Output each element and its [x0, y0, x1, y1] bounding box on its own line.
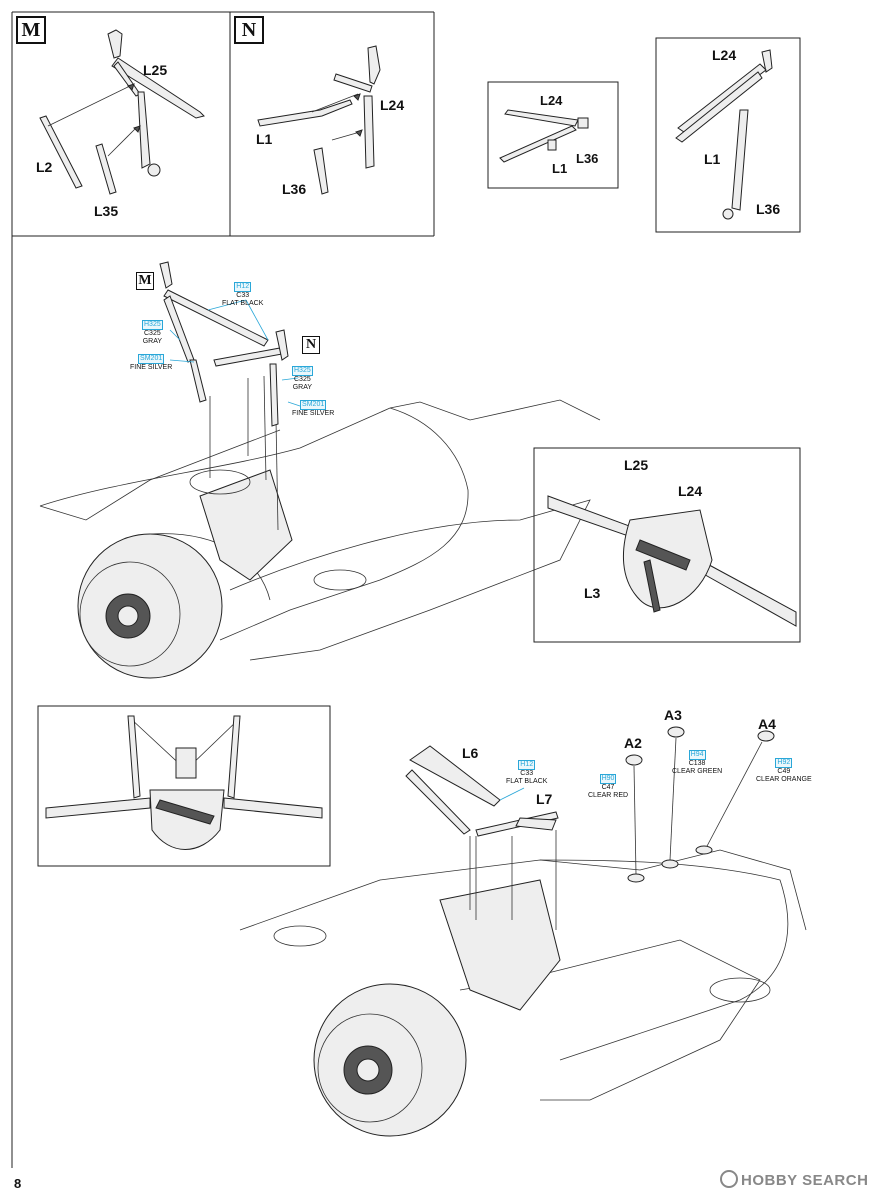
preview-box-right	[533, 447, 801, 643]
paint-code-h: H90	[599, 774, 617, 784]
paint-code-c: C138	[688, 760, 706, 767]
paint-callout-silver-m: SM201 FINE SILVER	[130, 354, 172, 372]
part-label-a2: A2	[624, 735, 642, 751]
part-label-l25: L25	[143, 62, 168, 78]
part-label-l24-preview-right: L24	[678, 483, 703, 499]
part-label-l7: L7	[536, 791, 553, 807]
paint-code-c: C49	[777, 768, 791, 775]
paint-callout-gray-n: H325 C325 GRAY	[292, 366, 313, 392]
leader-lines-top	[209, 375, 279, 531]
watermark: HOBBY SEARCH	[720, 1170, 868, 1189]
paint-name: CLEAR RED	[588, 792, 629, 799]
watermark-text: HOBBY SEARCH	[741, 1172, 869, 1189]
part-label-l24-preview-small: L24	[540, 93, 563, 108]
part-label-l1-preview-small: L1	[552, 161, 568, 176]
step-label-n: N	[234, 16, 264, 44]
paint-code-c: C325	[294, 376, 311, 383]
part-label-a4: A4	[758, 716, 776, 732]
paint-code-c: C47	[601, 784, 615, 791]
step-label-n-small: N	[302, 336, 320, 354]
preview-large-drawing	[675, 49, 773, 220]
part-label-l36: L36	[282, 181, 307, 197]
preview-box-large	[655, 37, 801, 233]
fuselage-top-drawing	[39, 399, 601, 679]
fuselage-bottom-drawing	[239, 849, 807, 1137]
paint-name: FINE SILVER	[130, 364, 173, 371]
paint-name: GRAY	[292, 384, 313, 391]
paint-callout-clear-green: H94 C138 CLEAR GREEN	[672, 750, 722, 776]
paint-callout-flat-black-upper: H12 C33 FLAT BLACK	[222, 282, 263, 308]
part-label-l3: L3	[584, 585, 601, 601]
paint-code-h: H12	[518, 760, 536, 770]
part-label-a3: A3	[664, 707, 682, 723]
paint-name: CLEAR GREEN	[672, 768, 723, 775]
subassembly-m-drawing	[39, 29, 205, 195]
preview-left-drawing	[45, 715, 323, 850]
part-label-l1-preview-large: L1	[704, 151, 721, 167]
paint-callout-clear-red: H90 C47 CLEAR RED	[588, 774, 628, 800]
paint-code-h: H92	[775, 758, 793, 768]
subassembly-n-drawing	[257, 45, 381, 195]
part-label-l1: L1	[256, 131, 273, 147]
paint-code-c: C325	[144, 330, 161, 337]
paint-callout-clear-orange: H92 C49 CLEAR ORANGE	[756, 758, 812, 784]
paint-name: CLEAR ORANGE	[756, 776, 812, 783]
paint-code-h: SM201	[300, 400, 327, 410]
paint-code-c: C33	[236, 292, 250, 299]
part-label-l25-preview-right: L25	[624, 457, 649, 473]
page-number: 8	[14, 1176, 22, 1191]
preview-right-drawing	[547, 495, 797, 627]
paint-code-h: H12	[234, 282, 252, 292]
part-label-l24: L24	[380, 97, 405, 113]
preview-box-small	[487, 81, 619, 189]
paint-code-h: H94	[688, 750, 706, 760]
part-label-l6: L6	[462, 745, 479, 761]
paint-callout-flat-black-lower: H12 C33 FLAT BLACK	[506, 760, 547, 786]
paint-name: FINE SILVER	[292, 410, 335, 417]
part-label-l35: L35	[94, 203, 119, 219]
paint-name: FLAT BLACK	[506, 778, 548, 785]
mid-assembly-drawing	[159, 261, 289, 427]
preview-box-left	[37, 705, 331, 867]
paint-code-h: H325	[292, 366, 313, 376]
step-label-m-small: M	[136, 272, 154, 290]
paint-name: GRAY	[142, 338, 163, 345]
paint-code-h: SM201	[138, 354, 165, 364]
part-label-l36-preview-small: L36	[576, 151, 599, 166]
engine-cowling-top	[77, 533, 223, 679]
paint-name: FLAT BLACK	[222, 300, 264, 307]
part-label-l24-preview-large: L24	[712, 47, 737, 63]
paint-code-h: H325	[142, 320, 163, 330]
watermark-logo-icon	[720, 1170, 738, 1188]
paint-callout-silver-n: SM201 FINE SILVER	[292, 400, 334, 418]
part-label-l2: L2	[36, 159, 53, 175]
preview-small-drawing	[499, 109, 589, 163]
paint-code-c: C33	[520, 770, 534, 777]
part-label-l36-preview-large: L36	[756, 201, 781, 217]
bottom-assembly-drawing	[405, 726, 775, 930]
step-label-m: M	[16, 16, 46, 44]
paint-callout-gray-m: H325 C325 GRAY	[142, 320, 163, 346]
